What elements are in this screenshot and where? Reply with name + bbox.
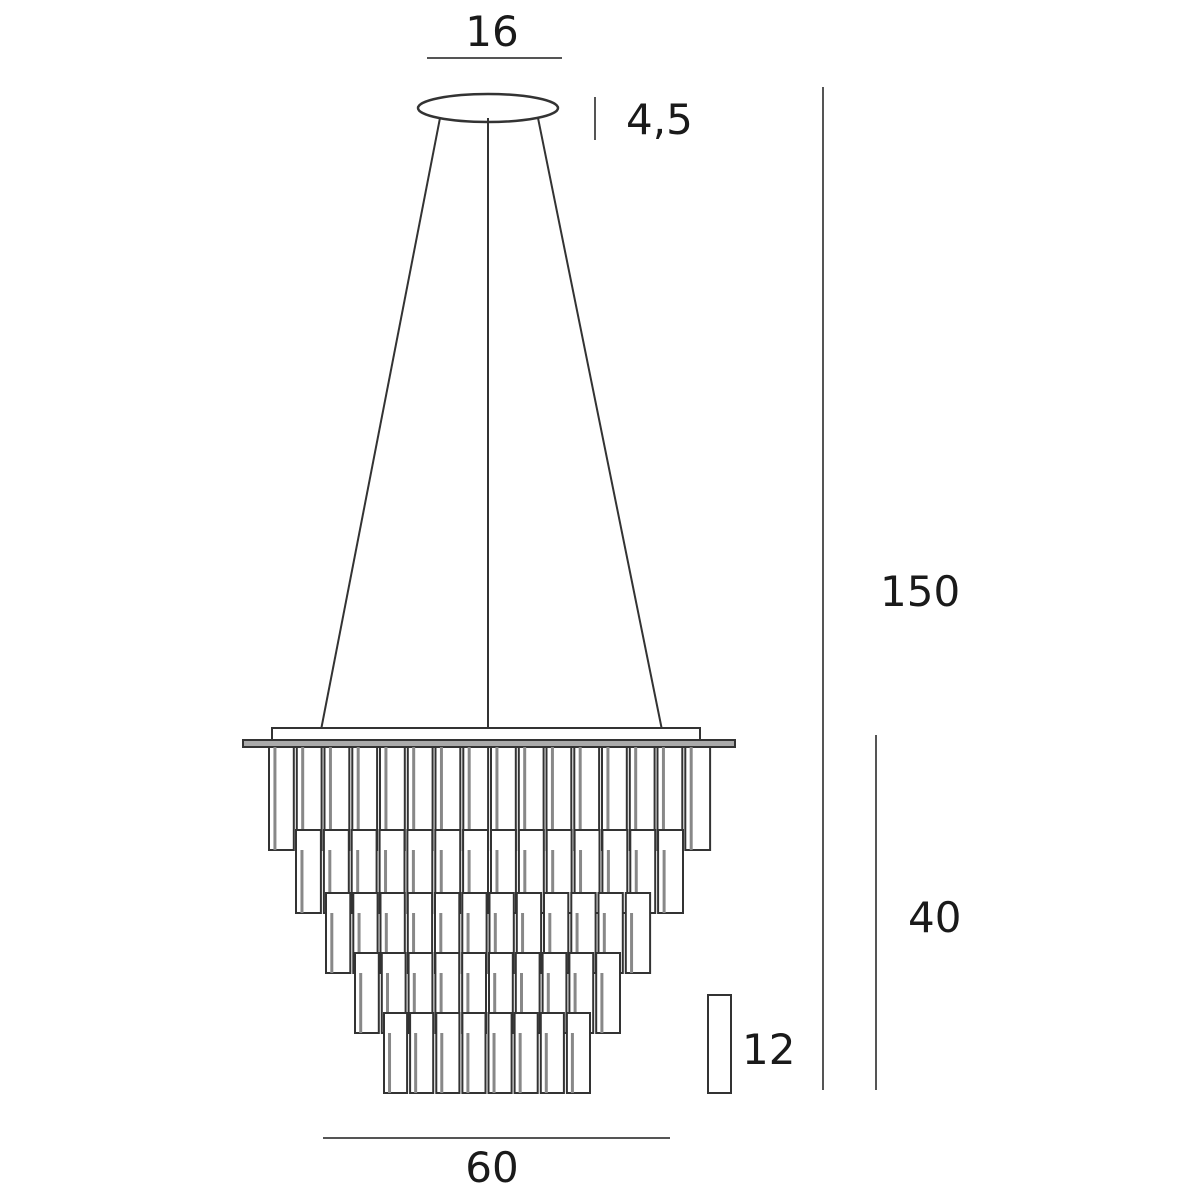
crystal-rod [295,829,322,914]
crystal-rod [513,1012,539,1094]
crystal-rod [409,1012,435,1094]
suspension-wires [320,117,663,731]
crystal-rod [657,829,684,914]
crystal-rod [435,1012,461,1094]
canopy-diameter-label: 16 [465,7,518,56]
crystal-tiers [268,746,712,1094]
canopy-height-label: 4,5 [626,95,693,144]
total-height-label: 150 [880,567,960,616]
crystal-rod [487,1012,513,1094]
crystal-height-label: 12 [742,1025,795,1074]
crystal-rod [539,1012,565,1094]
crystal-rod [565,1012,592,1094]
crystal-rod [461,1012,487,1094]
ceiling-canopy [416,92,560,124]
crystal-rod [383,1012,409,1094]
top-plate [271,727,701,741]
crystal-detail [707,994,732,1094]
frame-ring [242,739,736,748]
crystal-rod [624,892,652,974]
body-height-label: 40 [908,893,961,942]
crystal-rod [684,746,712,851]
crystal-rod [268,746,295,851]
body-diameter-label: 60 [465,1143,518,1192]
crystal-rod [325,892,352,974]
crystal-rod [354,952,380,1034]
crystal-rod [595,952,622,1034]
